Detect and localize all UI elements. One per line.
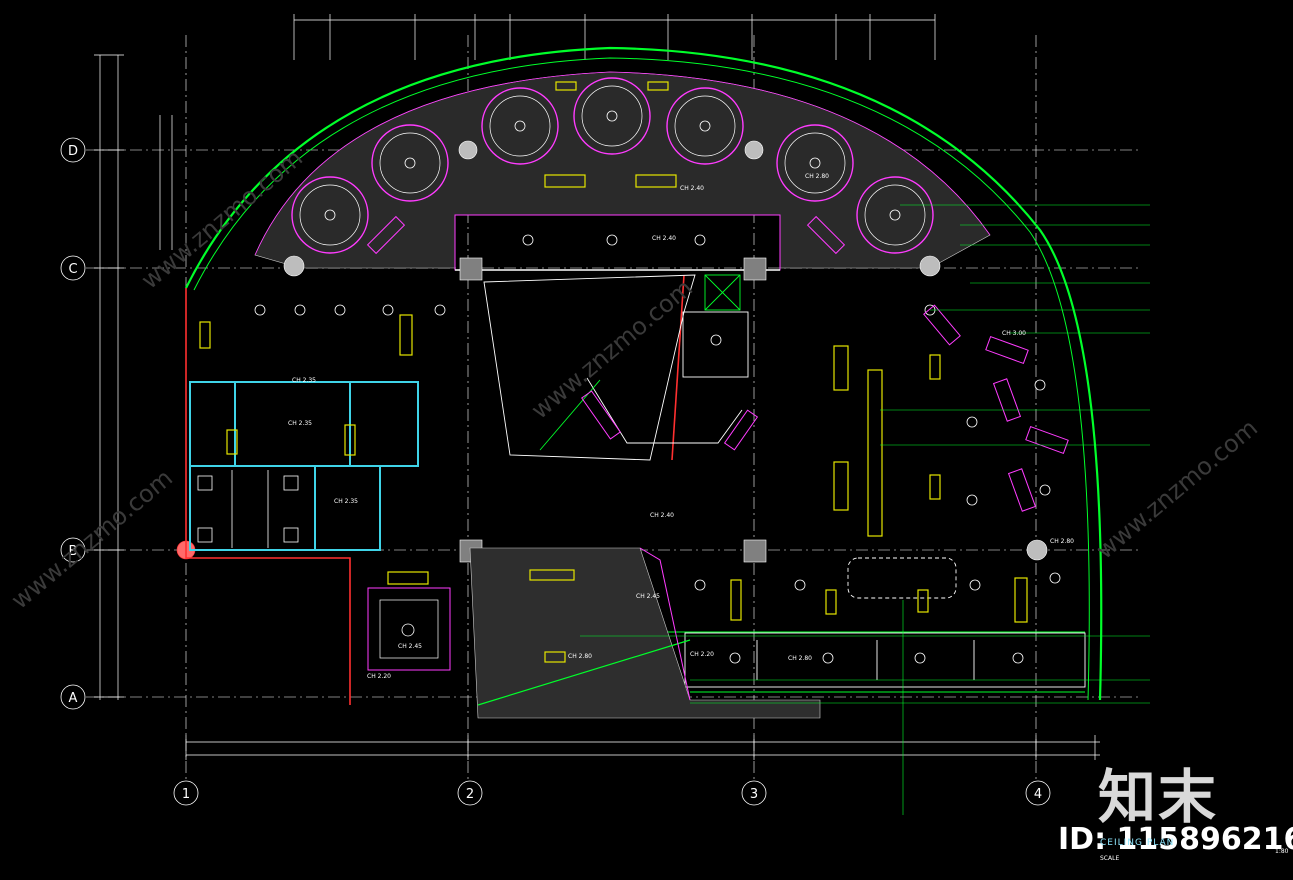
- entry-ceiling-box: [367, 587, 451, 671]
- ch-marker: CH 2.20: [690, 651, 714, 658]
- angled-fixtures: [366, 215, 1069, 512]
- watermark-logo: 知末: [1098, 763, 1219, 831]
- left-dimension-chains: [94, 54, 173, 700]
- light-fixtures: [254, 234, 1061, 664]
- grid-bubble-d: [60, 137, 86, 163]
- ch-marker: CH 2.80: [568, 653, 592, 660]
- grid-label-b: B: [69, 544, 78, 559]
- central-box: [454, 214, 781, 271]
- ch-marker: CH 2.40: [680, 185, 704, 192]
- bottom-dimension-chain: [185, 735, 1100, 760]
- grid-bubble-c: [60, 255, 86, 281]
- grid-bubble-4: [1025, 780, 1051, 806]
- grid-bubble-b: [60, 537, 86, 563]
- ch-marker: CH 2.35: [288, 420, 312, 427]
- ch-marker: CH 2.45: [398, 643, 422, 650]
- watermark-id: ID: 1158962168: [1058, 822, 1293, 857]
- washroom-stalls: [197, 470, 299, 548]
- ch-marker: CH 2.45: [636, 593, 660, 600]
- annotation-leaders: [580, 204, 1150, 815]
- ch-level-markers: CH 2.40 CH 2.40 CH 2.80 CH 2.35 CH 2.35 …: [288, 173, 1074, 680]
- hatched-ceiling-band: [254, 71, 991, 269]
- grid-label-3: 3: [750, 787, 758, 802]
- ch-marker: CH 2.80: [805, 173, 829, 180]
- grid-label-d: D: [68, 144, 78, 159]
- central-feature: [483, 274, 749, 461]
- drawing-scale-ratio: 1:80: [1275, 848, 1289, 855]
- linear-lights: [199, 81, 1028, 663]
- drawing-scale-label: SCALE: [1100, 855, 1120, 862]
- grid-label-2: 2: [466, 787, 474, 802]
- grid-label-1: 1: [182, 787, 190, 802]
- washroom-walls: [189, 381, 419, 551]
- ch-marker: CH 2.80: [788, 655, 812, 662]
- grid-bubble-3: [741, 780, 767, 806]
- ch-marker: CH 2.40: [650, 512, 674, 519]
- ch-marker: CH 2.20: [367, 673, 391, 680]
- grid-bubble-1: [173, 780, 199, 806]
- ch-marker: CH 2.40: [652, 235, 676, 242]
- grid-label-a: A: [69, 691, 78, 706]
- grid-bubble-a: [60, 684, 86, 710]
- grid-bubble-2: [457, 780, 483, 806]
- site-watermark: www.znzmo.com: [6, 464, 178, 615]
- drawing-title: CEILING PLAN: [1100, 838, 1175, 848]
- site-watermark: www.znzmo.com: [526, 274, 698, 425]
- grid-label-c: C: [68, 262, 77, 277]
- outer-facade: [185, 46, 1103, 701]
- ch-marker: CH 2.35: [334, 498, 358, 505]
- staircase: [469, 547, 821, 719]
- red-walls: [185, 274, 685, 705]
- grid-label-4: 4: [1034, 787, 1042, 802]
- site-watermark: www.znzmo.com: [1091, 414, 1263, 565]
- round-ceiling-features: [291, 77, 934, 254]
- lower-strip: [660, 557, 1086, 693]
- top-dimension-chain: [293, 14, 936, 60]
- ch-marker: CH 2.35: [292, 377, 316, 384]
- grid-axes: [86, 35, 1140, 780]
- ch-marker: CH 2.80: [1050, 538, 1074, 545]
- ch-marker: CH 3.00: [1002, 330, 1026, 337]
- structural-columns: [176, 140, 1048, 563]
- grid-bubbles: [60, 137, 1051, 806]
